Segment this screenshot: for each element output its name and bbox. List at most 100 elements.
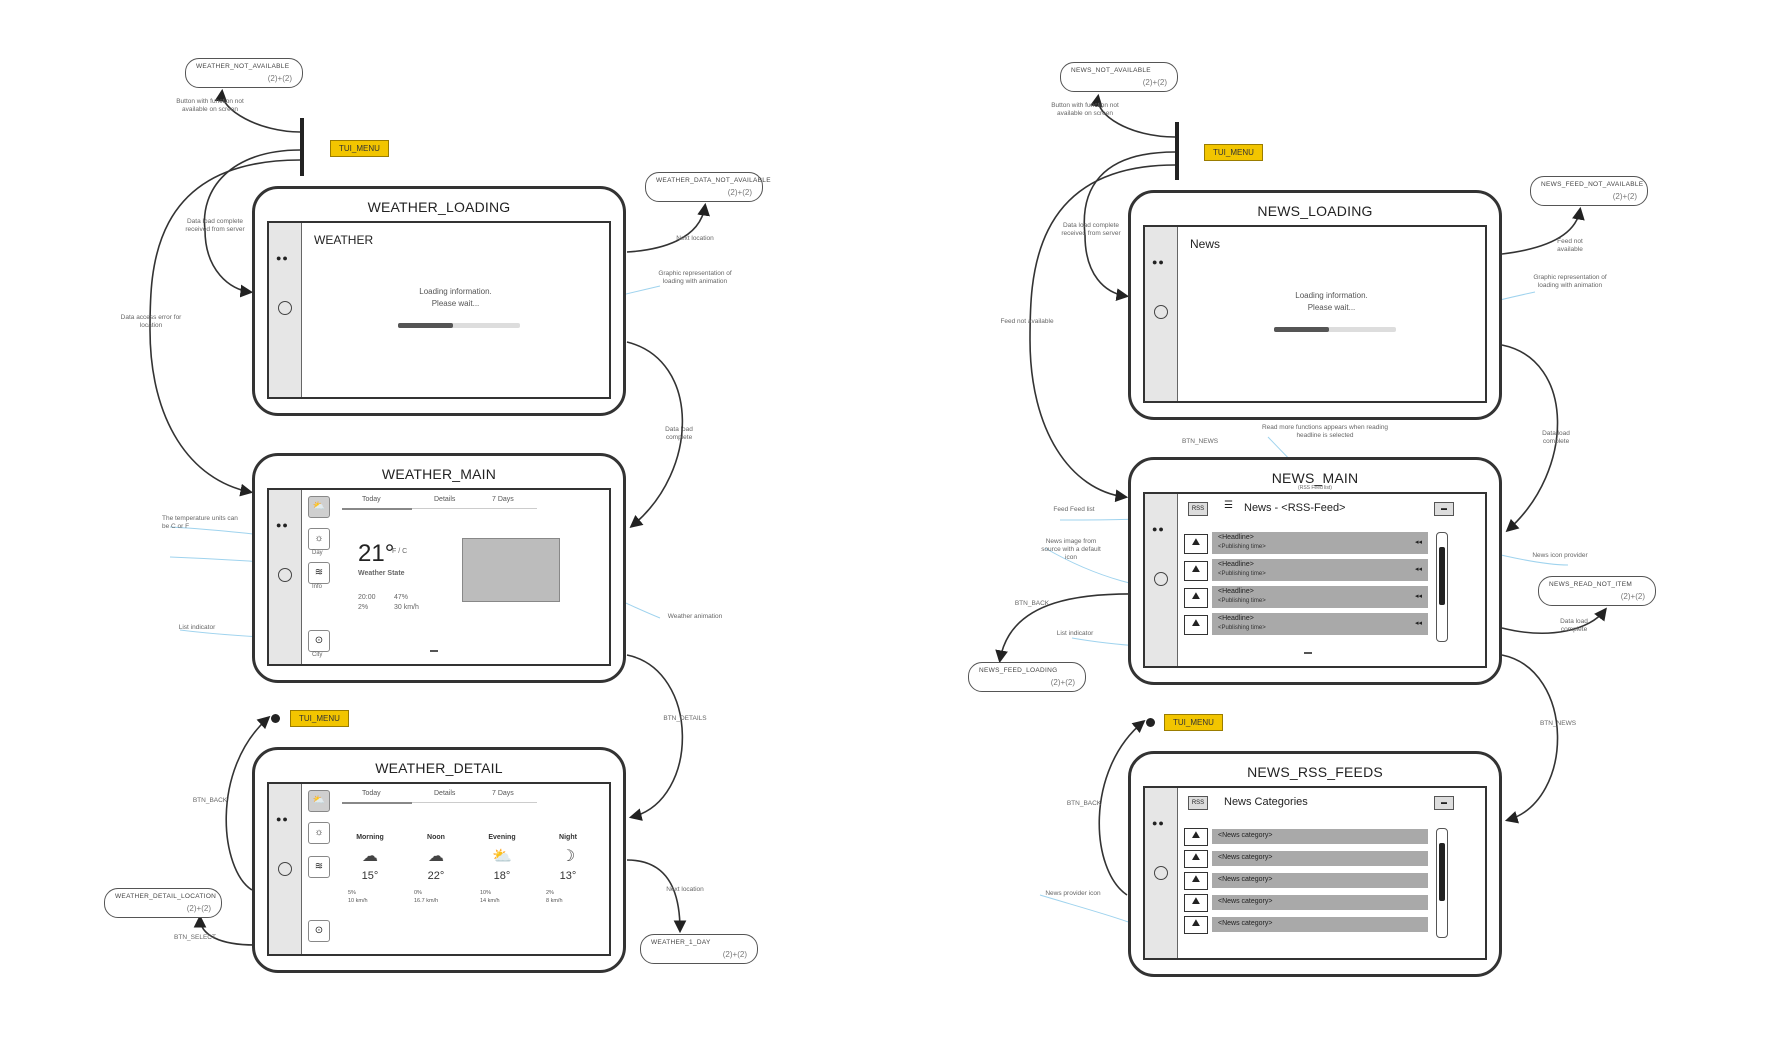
progress-fill — [398, 323, 453, 328]
external-news-not-available: NEWS_NOT_AVAILABLE (2)+(2) — [1060, 62, 1178, 92]
info-icon[interactable]: ≋ — [308, 562, 330, 584]
location-icon[interactable]: ⛅ — [308, 790, 330, 812]
sidebar-dots-icon: ●● — [276, 520, 289, 530]
state-title: NEWS_LOADING — [1257, 203, 1373, 219]
period-name: Morning — [356, 834, 384, 841]
note-btn-back: BTN_BACK — [192, 797, 228, 804]
tab-details[interactable]: Details — [434, 496, 456, 503]
external-weather-1-day: WEATHER_1_DAY (2)+(2) — [640, 934, 758, 964]
note-list-indicator: List indicator — [1056, 630, 1094, 637]
scrollbar[interactable] — [1436, 532, 1448, 642]
list-item[interactable]: ⛰<News category> — [1184, 828, 1428, 846]
period-meta: 2%8 km/h — [546, 890, 563, 904]
note-loading-graphic: Graphic representation of loading with a… — [1533, 274, 1607, 290]
image-icon: ⛰ — [1184, 615, 1208, 635]
cloud-icon: ☁ — [428, 848, 444, 865]
content: ⛅ ☼ ≋ ⊙ Today Details 7 Days Morning ☁ 1… — [302, 784, 609, 954]
loading-message-line1: Loading information. — [1295, 291, 1368, 300]
event-tui-menu: TUI_MENU — [290, 710, 349, 727]
list-item[interactable]: ⛰<News category> — [1184, 850, 1428, 868]
note-news-image: News image from source with a default ic… — [1041, 538, 1101, 562]
info-icon[interactable]: ≋ — [308, 856, 330, 878]
home-icon[interactable] — [278, 568, 292, 582]
note-data-loaded: Data load complete received from server — [1061, 222, 1121, 238]
state-weather-main: WEATHER_MAIN ●● ⛅ ☼ Day ≋ Info ⊙ City To… — [252, 453, 626, 683]
read-more-icon: ◂◂ — [1414, 620, 1422, 627]
rss-button[interactable]: RSS — [1188, 502, 1208, 516]
tab-7-days[interactable]: 7 Days — [492, 790, 514, 797]
screen: ●● RSS ☰ News - <RSS-Feed> ▬ ⛰ <Headline… — [1143, 492, 1487, 668]
state-title: WEATHER_MAIN — [381, 466, 497, 482]
state-title: NEWS_MAIN — [1271, 470, 1359, 486]
state-news-rss-feeds: NEWS_RSS_FEEDS ●● RSS News Categories ▬ … — [1128, 751, 1502, 977]
list-item[interactable]: ⛰ <Headline><Publishing time>◂◂ — [1184, 559, 1428, 581]
progress-fill — [1274, 327, 1329, 332]
list-item[interactable]: ⛰<News category> — [1184, 872, 1428, 890]
note-next-item: Data load complete — [1560, 618, 1588, 634]
city-icon[interactable]: ⊙ — [308, 630, 330, 652]
cloud-icon: ☁ — [362, 848, 378, 865]
tab-7-days[interactable]: 7 Days — [492, 496, 514, 503]
provider-icon[interactable]: ▬ — [1434, 796, 1454, 810]
tab-today[interactable]: Today — [362, 496, 381, 503]
note-next-feed: Feed not available — [1557, 238, 1583, 254]
screen: ●● RSS News Categories ▬ ⛰<News category… — [1143, 786, 1487, 960]
home-icon[interactable] — [1154, 572, 1168, 586]
state-title: NEWS_RSS_FEEDS — [1247, 764, 1383, 780]
sidebar: ●● — [1145, 494, 1178, 666]
provider-icon[interactable]: ▬ — [1434, 502, 1454, 516]
note-btn-select: BTN_SELECT — [174, 934, 216, 941]
list-item[interactable]: ⛰ <Headline><Publishing time>◂◂ — [1184, 532, 1428, 554]
external-news-feed-not-available: NEWS_FEED_NOT_AVAILABLE (2)+(2) — [1530, 176, 1648, 206]
scrollbar-thumb[interactable] — [1439, 547, 1445, 605]
rss-button[interactable]: RSS — [1188, 796, 1208, 810]
event-tui-menu: TUI_MENU — [1204, 144, 1263, 161]
state-title: WEATHER_LOADING — [367, 199, 511, 215]
list-indicator — [430, 650, 438, 652]
tab-underline — [342, 508, 412, 510]
category-list: ⛰<News category> ⛰<News category> ⛰<News… — [1184, 828, 1428, 938]
note-btn-news: BTN_NEWS — [1181, 438, 1219, 445]
external-weather-not-available: WEATHER_NOT_AVAILABLE (2)+(2) — [185, 58, 303, 88]
period-temp: 13° — [559, 870, 577, 882]
scrollbar-thumb[interactable] — [1439, 843, 1445, 901]
menu-icon[interactable]: ☰ — [1224, 500, 1233, 511]
screen: ●● News Loading information. Please wait… — [1143, 225, 1487, 403]
period-meta: 5%10 km/h — [348, 890, 368, 904]
day-icon[interactable]: ☼ — [308, 528, 330, 550]
sidebar: ●● — [1145, 227, 1178, 401]
home-icon[interactable] — [278, 862, 292, 876]
current-temperature: 21° — [358, 540, 395, 567]
home-icon[interactable] — [1154, 866, 1168, 880]
content: RSS News Categories ▬ ⛰<News category> ⛰… — [1178, 788, 1485, 958]
list-item[interactable]: ⛰<News category> — [1184, 916, 1428, 934]
tab-bar: Today Details 7 Days — [342, 790, 589, 804]
city-icon[interactable]: ⊙ — [308, 920, 330, 942]
image-icon: ⛰ — [1184, 916, 1208, 934]
list-item[interactable]: ⛰<News category> — [1184, 894, 1428, 912]
tab-today[interactable]: Today — [362, 790, 381, 797]
list-item[interactable]: ⛰ <Headline><Publishing time>◂◂ — [1184, 586, 1428, 608]
day-icon[interactable]: ☼ — [308, 822, 330, 844]
note-feed-not-available: Feed not available — [1000, 318, 1054, 325]
tab-details[interactable]: Details — [434, 790, 456, 797]
loading-message-line2: Please wait... — [1307, 303, 1356, 312]
tab-divider — [412, 508, 537, 509]
image-icon: ⛰ — [1184, 534, 1208, 554]
home-icon[interactable] — [1154, 305, 1168, 319]
note-data-load-complete: Data load complete — [1542, 430, 1570, 446]
image-icon: ⛰ — [1184, 894, 1208, 912]
image-icon: ⛰ — [1184, 588, 1208, 608]
list-item[interactable]: ⛰ <Headline><Publishing time>◂◂ — [1184, 613, 1428, 635]
home-icon[interactable] — [278, 301, 292, 315]
initial-dot — [271, 714, 280, 723]
external-news-read-not-item: NEWS_READ_NOT_ITEM (2)+(2) — [1538, 576, 1656, 606]
scrollbar[interactable] — [1436, 828, 1448, 938]
note-button-not-available: Button with function not available on sc… — [1051, 102, 1119, 118]
note-news-provider-icon: News provider icon — [1045, 890, 1101, 897]
sidebar: ●● — [269, 223, 302, 397]
screen: ●● ⛅ ☼ ≋ ⊙ Today Details 7 Days Morning … — [267, 782, 611, 956]
note-btn-news-2: BTN_NEWS — [1539, 720, 1577, 727]
location-icon[interactable]: ⛅ — [308, 496, 330, 518]
tab-divider — [412, 802, 537, 803]
